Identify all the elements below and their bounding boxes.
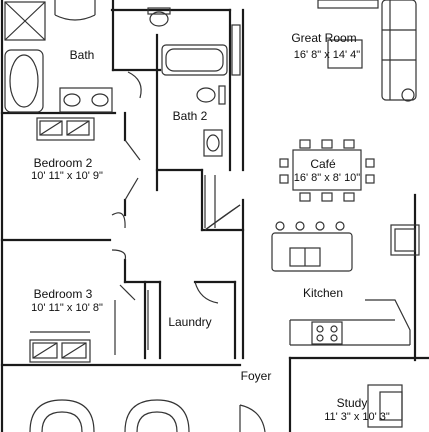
great-room-name: Great Room: [291, 31, 356, 45]
laundry-name: Laundry: [168, 315, 211, 329]
bedroom-3-name: Bedroom 3: [34, 287, 93, 301]
laundry-fixtures: [147, 281, 219, 350]
coffee-table-icon: [327, 39, 363, 69]
bedroom-2-name: Bedroom 2: [34, 156, 93, 170]
toilet-2-icon: [196, 87, 216, 103]
cafe-dims: 16' 8" x 8' 10": [294, 172, 361, 184]
bath-name: Bath: [70, 48, 95, 62]
bed-icon: [36, 117, 95, 141]
bath-2-name: Bath 2: [173, 109, 208, 123]
fridge-icon: [390, 224, 420, 256]
bedroom-3-dims: 10' 11" x 10' 8": [31, 302, 103, 314]
foyer-name: Foyer: [241, 369, 272, 383]
study-dims: 11' 3" x 10' 3": [324, 411, 390, 423]
bedroom-2-dims: 10' 11" x 10' 9": [31, 170, 103, 182]
toilet-icon: [149, 11, 169, 27]
dining-table-icon: [292, 149, 362, 191]
shower-icon: [4, 1, 46, 41]
sofa-icon: [381, 0, 417, 101]
stove-icon: [311, 321, 343, 345]
study-name: Study: [337, 396, 368, 410]
kitchen-name: Kitchen: [303, 286, 343, 300]
window-icon: [231, 24, 241, 76]
great-room-furniture: [317, 0, 417, 102]
bed-2-icon: [29, 339, 91, 363]
bathtub-icon: [4, 49, 44, 113]
bath-fixtures: [4, 0, 171, 113]
island-icon: [271, 232, 353, 272]
bathtub-2-icon: [161, 44, 228, 76]
cafe-name: Café: [310, 157, 336, 171]
foyer-fixtures: [29, 384, 403, 432]
room-labels: Great Room 16' 8" x 14' 4" Bath Bath 2 B…: [31, 31, 390, 423]
kitchen-fixtures: [271, 221, 420, 346]
vanity-icon: [59, 87, 113, 113]
bedroom3-fixtures: [29, 284, 136, 363]
entry-door-icon: [239, 404, 266, 432]
bath2-fixtures: [161, 24, 241, 231]
great-room-dims: 16' 8" x 14' 4": [294, 49, 361, 61]
bedroom2-fixtures: [36, 117, 141, 261]
sink-2-icon: [203, 129, 223, 157]
cafe-furniture: [279, 139, 375, 202]
